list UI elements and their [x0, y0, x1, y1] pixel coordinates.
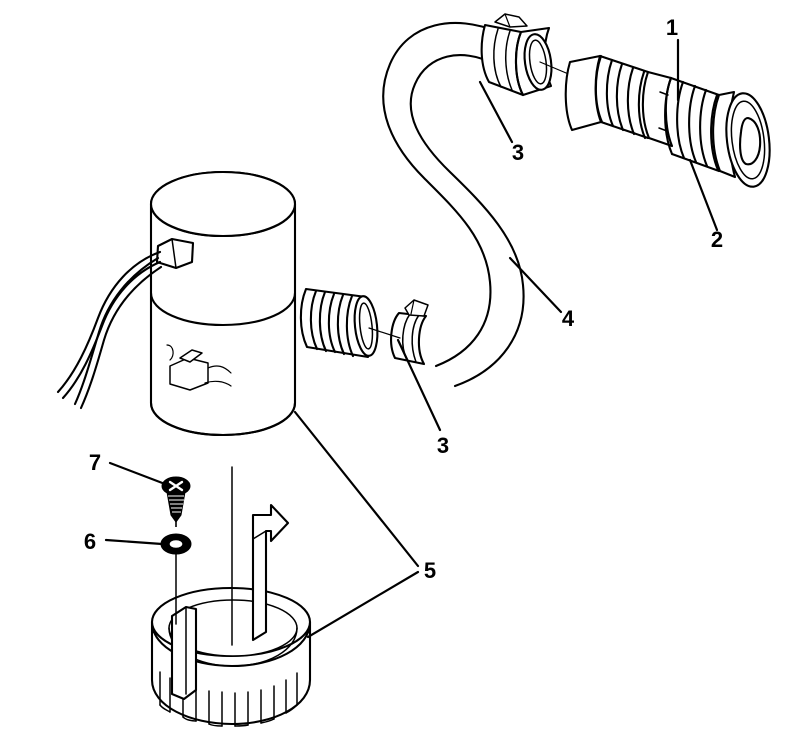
- leader-line-2: [688, 158, 719, 232]
- callout-labels: 1 2 3 3 4 5 6 7: [84, 15, 723, 583]
- flat-washer: [160, 533, 192, 555]
- hose-clamp-lower: [390, 299, 429, 366]
- hose-clamp-upper: [480, 13, 528, 97]
- leader-line-3-upper: [478, 80, 514, 144]
- leader-line-4: [508, 256, 563, 314]
- hose-open-end-upper: [514, 26, 553, 97]
- discharge-hose: [382, 21, 525, 388]
- callout-label-3-upper: 3: [512, 140, 524, 165]
- through-hull-flange: [712, 90, 771, 188]
- callout-label-3-lower: 3: [437, 433, 449, 458]
- pump-switch-detail: [166, 344, 232, 391]
- leader-line-6: [104, 538, 164, 546]
- strainer-slots: [159, 671, 298, 727]
- callout-label-5: 5: [424, 558, 436, 583]
- leader-line-5-pump: [293, 410, 420, 568]
- pump-wire-leads: [56, 237, 195, 410]
- phillips-screw: [161, 476, 191, 523]
- callout-label-7: 7: [89, 450, 101, 475]
- callout-label-6: 6: [84, 529, 96, 554]
- through-hull-threaded-fitting: [564, 54, 721, 173]
- callout-label-2: 2: [711, 227, 723, 252]
- strainer-base: [150, 503, 312, 727]
- callout-label-4: 4: [562, 306, 575, 331]
- leader-line-3-lower: [396, 338, 442, 432]
- leader-line-5-strainer: [306, 570, 420, 639]
- callout-label-1: 1: [666, 15, 678, 40]
- pump-outlet-barb: [299, 287, 401, 359]
- leader-line-7: [108, 461, 167, 486]
- bilge-pump-body: [149, 170, 297, 437]
